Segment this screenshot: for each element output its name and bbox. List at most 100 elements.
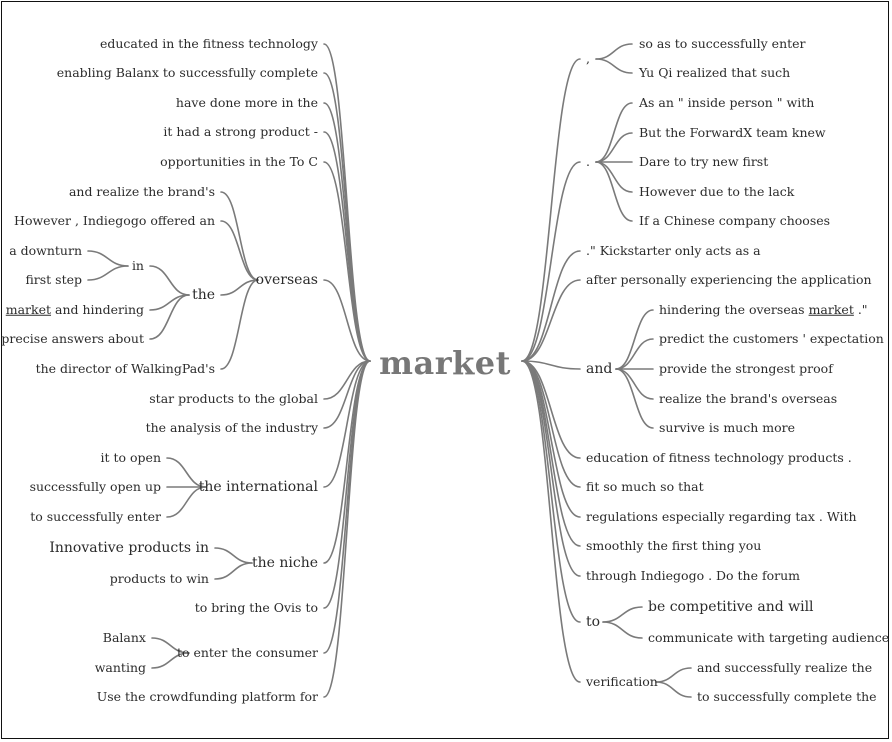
right-branch-comma: , [586, 50, 590, 66]
right-branch-to: to [586, 614, 601, 630]
edge-period-1 [595, 102, 633, 163]
and-child-4: realize the brand's overseas [659, 390, 838, 406]
edge-right-3 [521, 250, 581, 362]
the-child-3: precise answers about [1, 330, 144, 346]
edge-left-12 [323, 360, 371, 654]
overseas-child-2: However , Indiegogo offered an [14, 212, 215, 228]
period-child-1: As an " inside person " with [639, 94, 815, 110]
edge-left-13 [323, 360, 371, 698]
right-branch-verification: verification [586, 673, 658, 689]
consumer-child-1: Balanx [102, 629, 146, 645]
left-branch-international: the international [198, 479, 318, 495]
edge-right-11 [521, 360, 581, 623]
edge-niche-2 [214, 562, 253, 580]
the-child-in: in [131, 257, 144, 273]
and-child-2: predict the customers ' expectation [659, 330, 884, 346]
edge-right-10 [521, 360, 581, 577]
edge-to-1 [602, 606, 643, 623]
right-branch-6: education of fitness technology products… [586, 449, 852, 465]
edge-verification-2 [655, 681, 692, 698]
edge-consumer-2 [151, 652, 190, 669]
left-branch-consumer: to enter the consumer [176, 644, 318, 660]
right-branch-7: fit so much so that [586, 478, 704, 494]
and-child-5: survive is much more [659, 419, 795, 435]
edge-left-4 [323, 131, 371, 362]
to-child-1: be competitive and will [648, 599, 814, 615]
edge-right-5 [521, 360, 581, 370]
consumer-child-2: wanting [94, 659, 146, 675]
edge-overseas-3 [220, 279, 259, 296]
market-word-underlined: market [5, 301, 52, 317]
right-branch-period: . [586, 153, 590, 169]
market-suffix: and hindering [51, 301, 144, 317]
the-child-market: market and hindering [5, 301, 144, 317]
edge-period-4 [595, 161, 633, 193]
niche-child-1: Innovative products in [49, 540, 209, 556]
edge-overseas-2 [220, 220, 259, 281]
edge-in-2 [87, 265, 129, 281]
in-child-2: first step [25, 271, 82, 287]
right-branch-and: and [586, 361, 613, 377]
edge-left-1 [323, 43, 371, 362]
comma-child-2: Yu Qi realized that such [639, 64, 791, 80]
verification-child-2: to successfully complete the [697, 688, 877, 704]
right-branch-8: regulations especially regarding tax . W… [586, 508, 857, 524]
left-branch-4: it had a strong product - [163, 123, 318, 139]
root-word: market [379, 344, 511, 382]
left-branch-11: to bring the Ovis to [194, 599, 318, 615]
edge-overseas-4 [220, 279, 259, 370]
left-branch-niche: the niche [251, 555, 318, 571]
left-branch-8: the analysis of the industry [145, 419, 318, 435]
edge-in-1 [87, 250, 129, 267]
period-child-4: However due to the lack [639, 183, 795, 199]
in-child-1: a downturn [9, 242, 82, 258]
international-child-1: it to open [100, 449, 162, 465]
left-branch-3: have done more in the [175, 94, 318, 110]
edge-comma-1 [595, 43, 633, 60]
edge-the-3 [149, 294, 190, 340]
and-child-1-market: market [808, 301, 854, 317]
edge-international-1 [166, 457, 207, 488]
niche-child-2: products to win [109, 570, 209, 586]
right-branch-3: ." Kickstarter only acts as a [586, 242, 761, 258]
period-child-3: Dare to try new first [639, 153, 769, 169]
edge-and-2 [615, 338, 654, 370]
edge-comma-2 [595, 58, 633, 74]
and-child-1: hindering the overseas market ." [659, 301, 868, 317]
left-branch-7: star products to the global [149, 390, 318, 406]
right-branch-9: smoothly the first thing you [586, 537, 762, 553]
right-branch-4: after personally experiencing the applic… [586, 271, 872, 287]
edge-international-3 [166, 486, 207, 518]
edge-left-5 [323, 161, 371, 362]
edge-verification-1 [655, 667, 692, 683]
left-branch-2: enabling Balanx to successfully complete [56, 64, 318, 80]
edge-right-12 [521, 360, 581, 683]
edge-overseas-1 [220, 191, 259, 281]
overseas-child-the: the [192, 287, 215, 303]
edge-and-5 [615, 368, 654, 429]
and-child-3: provide the strongest proof [659, 360, 833, 376]
overseas-child-4: the director of WalkingPad's [35, 360, 215, 376]
left-branch-overseas: overseas [255, 272, 318, 288]
edge-and-4 [615, 368, 654, 400]
edge-to-2 [602, 621, 643, 639]
edge-right-4 [521, 279, 581, 362]
edge-right-2 [521, 161, 581, 362]
edge-niche-1 [214, 547, 253, 564]
to-child-2: communicate with targeting audience [648, 629, 890, 645]
international-child-2: successfully open up [29, 478, 161, 494]
and-child-1-end: ." [853, 301, 868, 317]
left-branch-13: Use the crowdfunding platform for [96, 688, 318, 704]
comma-child-1: so as to successfully enter [639, 35, 806, 51]
edge-right-1 [521, 58, 581, 362]
right-branch-10: through Indiegogo . Do the forum [586, 567, 801, 583]
edge-left-9 [323, 360, 371, 488]
edge-period-5 [595, 161, 633, 222]
edge-right-6 [521, 360, 581, 459]
edge-left-8 [323, 360, 371, 429]
period-child-5: If a Chinese company chooses [639, 212, 831, 228]
edge-the-1 [149, 265, 190, 296]
